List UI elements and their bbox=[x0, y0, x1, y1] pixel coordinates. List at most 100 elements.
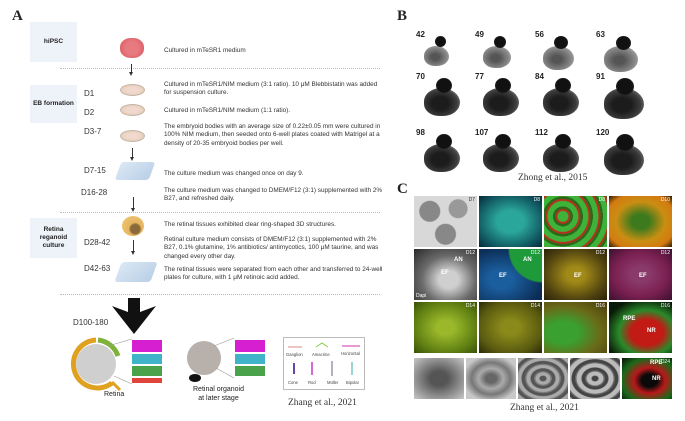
arrow-down-icon bbox=[129, 64, 133, 76]
day-tag: D16 bbox=[660, 303, 670, 309]
annotation-ef: EF bbox=[639, 273, 647, 279]
day-tag: D14 bbox=[530, 303, 540, 309]
organoid-image bbox=[479, 76, 535, 124]
arrow-down-icon bbox=[130, 148, 134, 161]
day-label: D1 bbox=[84, 89, 95, 98]
annotation-an: AN bbox=[454, 257, 463, 263]
day-number: 84 bbox=[535, 72, 544, 81]
stage-eb-formation: EB formation bbox=[30, 85, 77, 123]
organoid-image bbox=[539, 132, 595, 180]
micrograph bbox=[413, 357, 465, 400]
micrograph: D16 bbox=[543, 301, 608, 354]
day-number: 120 bbox=[596, 128, 610, 137]
panel-b-label: B bbox=[397, 8, 408, 24]
annotation-ef: EF bbox=[574, 273, 582, 279]
day-label: D7-15 bbox=[84, 166, 106, 175]
micrograph: D14 bbox=[478, 301, 543, 354]
organoid-image bbox=[539, 76, 595, 124]
organoid-image bbox=[479, 34, 535, 82]
divider bbox=[60, 294, 380, 295]
step-description: Cultured in mTeSR1 medium bbox=[164, 47, 246, 54]
step-description: Retinal culture medium consists of DMEM/… bbox=[164, 236, 379, 260]
step-description: The retinal tissues exhibited clear ring… bbox=[164, 221, 336, 228]
retinal-tissue-icon bbox=[122, 216, 144, 236]
micrograph: D10 bbox=[608, 195, 673, 248]
organoid-label: Retinal organoid at later stage bbox=[193, 385, 244, 403]
organoid-diagram bbox=[187, 337, 265, 382]
micrograph bbox=[465, 357, 517, 400]
citation-a: Zhang et al., 2021 bbox=[288, 398, 357, 408]
day-tag: D16 bbox=[595, 303, 605, 309]
legend-rod: Rod bbox=[308, 380, 316, 385]
micrograph bbox=[517, 357, 569, 400]
step-description: The embryoid bodies with an average size… bbox=[164, 123, 381, 147]
day-label: D100-180 bbox=[73, 318, 109, 327]
day-tag: D12 bbox=[530, 250, 540, 256]
legend-muller: Müller bbox=[327, 380, 339, 385]
citation-b: Zhong et al., 2015 bbox=[518, 173, 588, 183]
day-number: 107 bbox=[475, 128, 489, 137]
stem-cell-colony-icon bbox=[120, 38, 144, 58]
cell-type-icons bbox=[288, 342, 360, 376]
day-number: 112 bbox=[535, 128, 548, 137]
step-description: Cultured in mTeSR1/NIM medium (1:1 ratio… bbox=[164, 107, 291, 114]
culture-dish-icon bbox=[120, 84, 145, 96]
annotation-an: AN bbox=[523, 257, 532, 263]
arrow-down-icon bbox=[131, 240, 135, 255]
step-description: The culture medium was changed to DMEM/F… bbox=[164, 187, 383, 203]
day-number: 70 bbox=[416, 72, 425, 81]
organoid-image bbox=[600, 34, 656, 82]
day-tag: D12 bbox=[595, 250, 605, 256]
big-arrow-down-icon bbox=[112, 298, 156, 334]
organoid-label-line: at later stage bbox=[198, 395, 239, 403]
retina-label: Retina bbox=[104, 391, 125, 398]
day-tag: D12 bbox=[465, 250, 475, 256]
day-label: D28-42 bbox=[84, 238, 111, 247]
culture-dish-icon bbox=[120, 130, 145, 142]
micrograph: D14 bbox=[413, 301, 478, 354]
legend-horizontal: Horizontal bbox=[341, 351, 360, 356]
arrow-down-icon bbox=[131, 197, 135, 212]
day-number: 56 bbox=[535, 30, 544, 39]
culture-dish-icon bbox=[120, 104, 145, 116]
day-number: 98 bbox=[416, 128, 425, 137]
day-number: 77 bbox=[475, 72, 484, 81]
day-tag: D7 bbox=[468, 197, 475, 203]
day-tag: D14 bbox=[465, 303, 475, 309]
step-description: The culture medium was changed once on d… bbox=[164, 170, 304, 177]
organoid-image bbox=[539, 34, 595, 82]
day-number: 91 bbox=[596, 72, 605, 81]
day-tag: D10 bbox=[660, 197, 670, 203]
day-number: 42 bbox=[416, 30, 425, 39]
stage-hipsc: hiPSC bbox=[30, 22, 77, 62]
micrograph: D8 bbox=[543, 195, 608, 248]
micrograph: D8 bbox=[478, 195, 543, 248]
organoid-image bbox=[479, 132, 535, 180]
legend-ganglion: Ganglion bbox=[286, 352, 303, 357]
panel-c-label: C bbox=[397, 181, 408, 197]
day-number: 63 bbox=[596, 30, 605, 39]
annotation-rpe: RPE bbox=[623, 316, 636, 322]
day-tag: D8 bbox=[598, 197, 605, 203]
panel-a-label: A bbox=[12, 8, 23, 24]
legend-bipolar: Bipolar bbox=[346, 380, 360, 385]
annotation-ef: EF bbox=[499, 273, 507, 279]
legend-amacrine: Amacrine bbox=[312, 352, 330, 357]
micrograph: D7 bbox=[413, 195, 478, 248]
day-tag: D12 bbox=[660, 250, 670, 256]
day-label: D16-28 bbox=[81, 188, 108, 197]
well-plate-icon bbox=[114, 262, 158, 282]
citation-c: Zhang et al., 2021 bbox=[510, 403, 579, 413]
day-label: D3-7 bbox=[84, 127, 102, 136]
divider bbox=[60, 212, 380, 213]
organoid-image bbox=[420, 34, 476, 82]
organoid-image bbox=[600, 76, 656, 124]
stain-label: Dapi bbox=[416, 293, 427, 299]
annotation-nr: NR bbox=[652, 376, 661, 382]
stage-retina-reganoid-culture: Retina reganoid culture bbox=[30, 218, 77, 258]
